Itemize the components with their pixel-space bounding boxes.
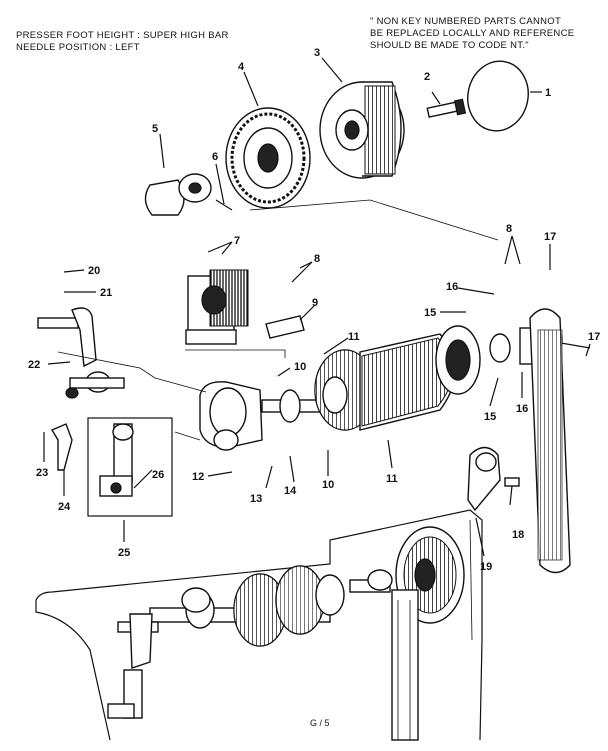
header-note-line3: SHOULD BE MADE TO CODE NT." bbox=[370, 40, 529, 51]
callout-16a: 16 bbox=[446, 281, 458, 293]
callout-25: 25 bbox=[118, 547, 130, 559]
callout-2: 2 bbox=[424, 71, 430, 83]
hand-wheel-part bbox=[319, 81, 405, 179]
assembled-shaft bbox=[149, 565, 393, 647]
assembly-guide-lines bbox=[57, 199, 499, 441]
callout-17b: 17 bbox=[588, 331, 600, 343]
callout-11a: 11 bbox=[348, 331, 360, 343]
header-note-line1: " NON KEY NUMBERED PARTS CANNOT bbox=[370, 16, 562, 27]
callout-22: 22 bbox=[28, 359, 40, 371]
callout-16b: 16 bbox=[516, 403, 528, 415]
needle-bar-link-part bbox=[37, 307, 125, 399]
callout-5: 5 bbox=[152, 123, 158, 135]
callout-15a: 15 bbox=[424, 307, 436, 319]
callout-9: 9 bbox=[312, 297, 318, 309]
cover-disc-part bbox=[467, 60, 529, 132]
callout-26: 26 bbox=[152, 469, 164, 481]
callout-18: 18 bbox=[512, 529, 524, 541]
stop-plate-part bbox=[50, 423, 73, 471]
inset-box-25 bbox=[87, 417, 173, 517]
belt-guard-part bbox=[467, 446, 520, 512]
callout-7: 7 bbox=[234, 235, 240, 247]
header-note-line2: BE REPLACED LOCALLY AND REFERENCE bbox=[370, 28, 575, 39]
bobbin-winder-part bbox=[144, 173, 233, 216]
callout-numbers: 1 2 3 4 5 6 7 8 8 9 10 10 11 11 12 13 14… bbox=[28, 47, 600, 728]
callout-leaders bbox=[43, 57, 591, 557]
collar-plate-part bbox=[265, 315, 305, 339]
callout-14: 14 bbox=[284, 485, 297, 497]
callout-20: 20 bbox=[88, 265, 100, 277]
callout-4: 4 bbox=[238, 61, 245, 73]
callout-6: 6 bbox=[212, 151, 218, 163]
assembled-pulley bbox=[391, 526, 465, 741]
callout-17a: 17 bbox=[544, 231, 556, 243]
bracket-part bbox=[185, 269, 249, 345]
timing-belt-part bbox=[529, 308, 571, 574]
callout-11b: 11 bbox=[386, 473, 398, 485]
header-needle-position: NEEDLE POSITION : LEFT bbox=[16, 42, 140, 53]
main-shaft-part bbox=[199, 321, 591, 451]
callout-1: 1 bbox=[545, 87, 551, 99]
callout-13: 13 bbox=[250, 493, 262, 505]
bobbin-winder-gear-part bbox=[225, 107, 311, 209]
callout-3: 3 bbox=[314, 47, 320, 59]
page-code: G / 5 bbox=[310, 718, 330, 728]
callout-8b: 8 bbox=[506, 223, 512, 235]
callout-24: 24 bbox=[58, 501, 71, 513]
assembled-needle-linkage bbox=[107, 587, 211, 719]
callout-21: 21 bbox=[100, 287, 112, 299]
machine-body-outline bbox=[35, 509, 483, 741]
callout-8a: 8 bbox=[314, 253, 320, 265]
callout-15b: 15 bbox=[484, 411, 496, 423]
callout-12: 12 bbox=[192, 471, 204, 483]
callout-10a: 10 bbox=[294, 361, 306, 373]
callout-23: 23 bbox=[36, 467, 48, 479]
screw-2-part bbox=[426, 98, 467, 118]
callout-19: 19 bbox=[480, 561, 492, 573]
header-presser-foot: PRESSER FOOT HEIGHT : SUPER HIGH BAR bbox=[16, 30, 229, 41]
callout-10b: 10 bbox=[322, 479, 334, 491]
